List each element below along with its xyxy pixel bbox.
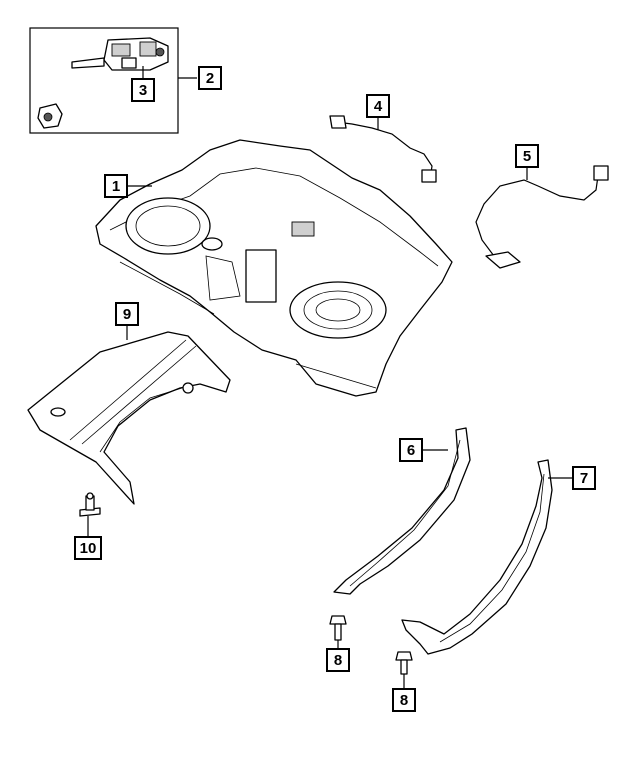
tank-strap-6 <box>333 427 471 595</box>
wiring-harness-5 <box>475 165 609 269</box>
strap-bolt-b <box>395 651 413 675</box>
tank-strap-7 <box>401 459 553 655</box>
push-pin-fastener <box>79 492 101 517</box>
callout-10: 10 <box>74 536 102 560</box>
callout-4: 4 <box>366 94 390 118</box>
callout-6: 6 <box>399 438 423 462</box>
callout-3: 3 <box>131 78 155 102</box>
callout-1: 1 <box>104 174 128 198</box>
strap-bolt-a <box>329 615 347 641</box>
callout-2: 2 <box>198 66 222 90</box>
callout-8a: 8 <box>326 648 350 672</box>
callout-8b: 8 <box>392 688 416 712</box>
callout-9: 9 <box>115 302 139 326</box>
vent-valve-assembly <box>37 37 169 129</box>
callout-5: 5 <box>515 144 539 168</box>
callout-7: 7 <box>572 466 596 490</box>
fuel-tank <box>95 139 453 397</box>
inset-frame <box>29 27 179 134</box>
heat-shield <box>27 331 231 505</box>
wiring-harness-4 <box>329 115 437 183</box>
